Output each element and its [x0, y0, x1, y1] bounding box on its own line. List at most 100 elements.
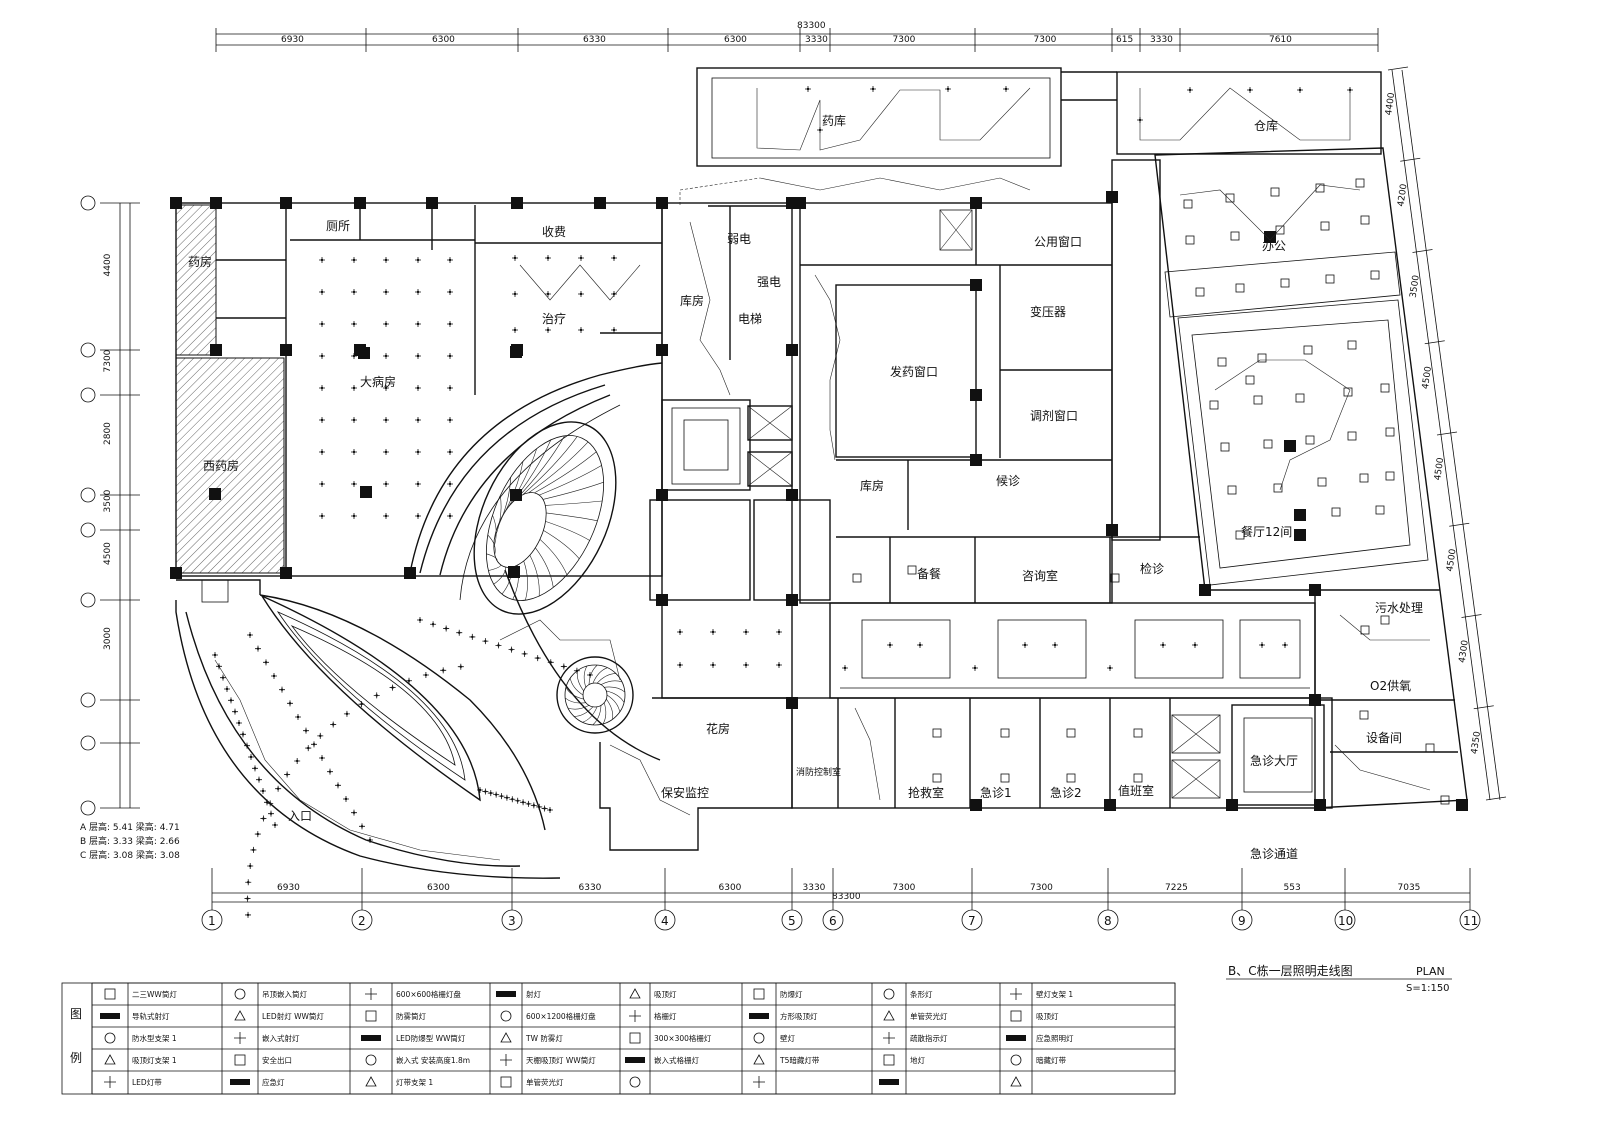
room-consult: 咨询室 [1022, 568, 1058, 583]
column [794, 197, 806, 209]
column [970, 279, 982, 291]
legend-item-label: 安全出口 [262, 1055, 292, 1065]
room-warehouse: 仓库 [1254, 118, 1278, 133]
grid-bubble [654, 909, 676, 931]
column [594, 197, 606, 209]
column [508, 566, 520, 578]
room-western-pharmacy: 西药房 [203, 458, 239, 473]
legend-symbol [883, 988, 895, 1000]
legend-symbol [629, 1076, 641, 1088]
left-grid-bubble [80, 592, 96, 608]
legend-symbol [883, 1010, 895, 1021]
top-dimension-value: 7610 [1269, 35, 1292, 45]
column [404, 567, 416, 579]
spiral-stair-large [473, 421, 617, 615]
column [970, 389, 982, 401]
column [970, 454, 982, 466]
grid-bubble [501, 909, 523, 931]
column [786, 489, 798, 501]
legend-item-label: LED灯带 [132, 1077, 162, 1087]
grid-label: 11 [1463, 914, 1478, 928]
column [656, 489, 668, 501]
legend-side-title-2: 例 [70, 1051, 82, 1065]
bottom-dimension-value: 7300 [1030, 883, 1053, 893]
left-grid-bubble [80, 487, 96, 503]
legend-item-label: 单管荧光灯 [910, 1011, 948, 1021]
column [1294, 509, 1306, 521]
legend-item-label: 格栅灯 [654, 1011, 677, 1021]
legend-symbol [365, 988, 377, 1000]
left-dimension-value: 3000 [103, 627, 113, 650]
room-water-treatment: 污水处理 [1375, 601, 1423, 615]
top-dimension-value: 7300 [893, 35, 916, 45]
bottom-dimension-value: 6300 [719, 883, 742, 893]
legend-symbol [365, 1076, 377, 1087]
room-weak-power: 弱电 [727, 232, 751, 246]
spiral-stair-treads [486, 435, 604, 601]
column [354, 197, 366, 209]
legend-symbol [625, 1057, 645, 1063]
hatched-wall-upper [175, 204, 217, 356]
legend-item-label: 嵌入式格栅灯 [654, 1055, 699, 1065]
left-grid-bubble [80, 195, 96, 211]
legend-item-label: 二三WW筒灯 [132, 989, 177, 999]
legend-symbol [234, 988, 246, 1000]
column [358, 347, 370, 359]
top-dimension-value: 6330 [583, 35, 606, 45]
floor-height-a: A 层高: 5.41 梁高: 4.71 [80, 821, 180, 833]
legend-symbol [883, 1032, 895, 1044]
legend-item-label: 600×600格栅灯盘 [396, 989, 461, 999]
column [1284, 440, 1296, 452]
room-large-ward: 大病房 [360, 374, 396, 389]
room-duty: 值班室 [1118, 783, 1154, 798]
legend-symbol [230, 1079, 250, 1085]
grid-label: 7 [968, 914, 976, 928]
column [1294, 529, 1306, 541]
drawing-title-suffix: PLAN [1416, 965, 1445, 978]
grid-bubble [201, 909, 223, 931]
legend-item-label: 暗藏灯带 [1036, 1055, 1066, 1065]
column [656, 594, 668, 606]
room-labels: 药库 仓库 办公 药房 西药房 厕所 收费 治疗 大病房 弱电 强电 电梯 库房… [188, 113, 1423, 861]
legend-item-label: 壁灯支架 1 [1036, 989, 1073, 999]
column [786, 344, 798, 356]
room-dining-hall: 餐厅12间 [1241, 524, 1292, 539]
left-grid-bubble [80, 735, 96, 751]
legend-symbol [500, 1076, 512, 1088]
column [786, 594, 798, 606]
left-grid-bubble [80, 522, 96, 538]
drawing-title-block: B、C栋一层照明走线图 PLAN S=1:150 [1226, 963, 1452, 994]
grid-label: 4 [661, 914, 669, 928]
room-check: 检诊 [1140, 561, 1164, 576]
top-dimension-value: 6930 [281, 35, 304, 45]
left-grid-bubble [80, 692, 96, 708]
top-dimension-value: 6300 [724, 35, 747, 45]
room-waiting: 候诊 [996, 474, 1020, 488]
grid-label: 3 [508, 914, 516, 928]
top-dimension-value: 6300 [432, 35, 455, 45]
legend-item-label: 防爆灯 [780, 989, 803, 999]
left-grid-bubble [80, 342, 96, 358]
room-emergency-1: 急诊1 [980, 785, 1012, 800]
legend-symbol [1010, 1010, 1022, 1022]
left-dimension-value: 2800 [103, 422, 113, 445]
legend-symbol [1010, 988, 1022, 1000]
legend-item-label: 条形灯 [910, 989, 933, 999]
column [210, 344, 222, 356]
grid-bubble [961, 909, 983, 931]
column [1106, 191, 1118, 203]
legend-symbol [100, 1013, 120, 1019]
column [1309, 584, 1321, 596]
legend-symbol [500, 1010, 512, 1022]
grid-bubble [822, 909, 844, 931]
building-walls [175, 67, 1468, 879]
right-dimension-value: 4500 [1445, 548, 1458, 572]
legend-symbol [749, 1013, 769, 1019]
left-grid-bubble [80, 800, 96, 816]
grid-label: 2 [358, 914, 366, 928]
floor-height-note: A 层高: 5.41 梁高: 4.71 B 层高: 3.33 梁高: 2.66 … [80, 821, 180, 861]
column [280, 567, 292, 579]
